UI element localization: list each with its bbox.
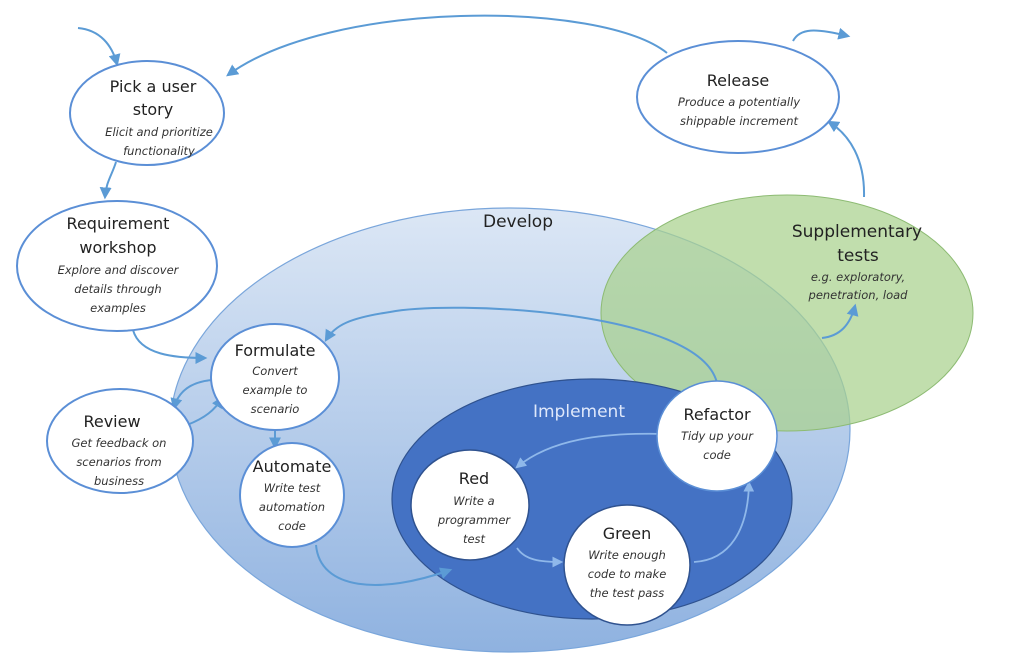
node-review[interactable]: Review Get feedback on scenarios from bu…: [46, 388, 194, 494]
node-pick-story[interactable]: Pick a user story Elicit and prioritize …: [69, 60, 225, 166]
review-desc-1: Get feedback on: [72, 436, 167, 450]
automate-desc-1: Write test: [264, 481, 321, 495]
node-refactor[interactable]: Refactor Tidy up your code: [656, 380, 778, 492]
arrow-release-to-pick-story: [226, 14, 668, 77]
refactor-desc-2: code: [703, 448, 731, 462]
green-title: Green: [603, 524, 651, 543]
red-desc-1: Write a: [453, 494, 494, 508]
arrow-develop-to-supplementary: [821, 303, 859, 339]
formulate-title: Formulate: [235, 341, 316, 360]
release-title: Release: [707, 71, 770, 90]
node-red[interactable]: Red Write a programmer test: [410, 449, 530, 561]
red-title: Red: [459, 469, 489, 488]
supplementary-region: [600, 194, 974, 432]
supplementary-title-2: tests: [837, 246, 879, 266]
requirement-desc-1: Explore and discover: [58, 263, 180, 277]
arrow-formulate-to-review: [170, 379, 213, 411]
review-desc-3: business: [94, 474, 144, 488]
arrow-refactor-to-red: [515, 432, 669, 469]
arrow-into-pick-story: [77, 27, 121, 67]
requirement-title-2: workshop: [79, 238, 156, 257]
formulate-desc-1: Convert: [252, 364, 298, 378]
green-desc-1: Write enough: [588, 548, 666, 562]
refactor-desc-1: Tidy up your: [681, 429, 754, 443]
node-release[interactable]: Release Produce a potentially shippable …: [636, 40, 840, 154]
arrow-release-out: [792, 27, 851, 42]
arrow-requirement-to-formulate: [132, 329, 208, 364]
pick-story-title-1: Pick a user: [110, 77, 197, 96]
automate-desc-2: automation: [259, 500, 325, 514]
green-desc-2: code to make: [588, 567, 667, 581]
develop-label: Develop: [483, 212, 553, 232]
pick-story-desc-1: Elicit and prioritize: [105, 125, 213, 139]
automate-desc-3: code: [278, 519, 306, 533]
formulate-desc-2: example to: [243, 383, 308, 397]
implement-label: Implement: [533, 402, 625, 422]
node-green[interactable]: Green Write enough code to make the test…: [563, 504, 691, 626]
pick-story-desc-2: functionality: [123, 144, 195, 158]
review-title: Review: [83, 412, 140, 431]
arrow-red-to-green: [516, 547, 564, 568]
supplementary-title-1: Supplementary: [792, 222, 922, 242]
green-desc-3: the test pass: [590, 586, 665, 600]
automate-title: Automate: [253, 457, 332, 476]
node-formulate[interactable]: Formulate Convert example to scenario: [210, 323, 340, 431]
node-requirement-workshop[interactable]: Requirement workshop Explore and discove…: [16, 200, 218, 332]
red-desc-3: test: [463, 532, 486, 546]
node-automate[interactable]: Automate Write test automation code: [239, 442, 345, 548]
requirement-desc-2: details through: [74, 282, 161, 296]
arrow-green-to-refactor: [693, 480, 755, 563]
pick-story-title-2: story: [133, 100, 173, 119]
release-desc-1: Produce a potentially: [678, 95, 800, 109]
release-desc-2: shippable increment: [680, 114, 799, 128]
supplementary-desc-2: penetration, load: [808, 288, 909, 302]
arrow-supplementary-to-release: [826, 120, 866, 198]
arrow-refactor-to-formulate: [324, 306, 718, 384]
refactor-title: Refactor: [683, 405, 751, 424]
red-desc-2: programmer: [437, 513, 512, 527]
arrow-automate-to-red: [315, 544, 453, 586]
formulate-desc-3: scenario: [251, 402, 300, 416]
review-desc-2: scenarios from: [76, 455, 161, 469]
arrow-pick-to-requirement: [99, 161, 117, 200]
supplementary-desc-1: e.g. exploratory,: [811, 270, 905, 284]
requirement-title-1: Requirement: [67, 214, 170, 233]
requirement-desc-3: examples: [90, 301, 146, 315]
